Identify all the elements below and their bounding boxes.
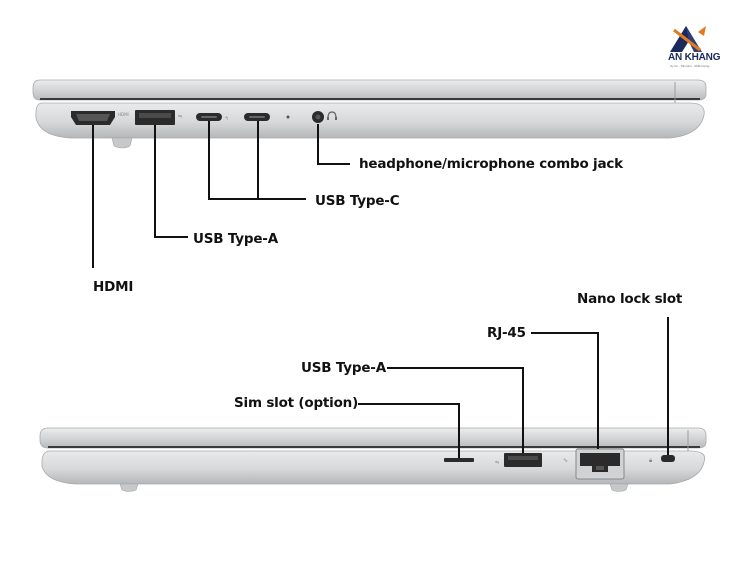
brand-name: AN KHANG (668, 52, 721, 63)
callout-audio-jack: headphone/microphone combo jack (359, 156, 623, 172)
svg-text:HDMI: HDMI (118, 112, 129, 117)
right-lid (39, 427, 707, 449)
leader-lines-left (92, 121, 350, 268)
callout-usb-a-left: USB Type-A (193, 231, 278, 247)
usb-a-port-right-icon: ⇋ (495, 453, 542, 467)
svg-text:∿: ∿ (563, 457, 568, 464)
callout-nano-lock: Nano lock slot (577, 291, 683, 307)
svg-text:🔒︎: 🔒︎ (649, 457, 652, 464)
status-led-icon (286, 115, 290, 119)
callout-usb-c: USB Type-C (315, 193, 400, 209)
leader-lines-right (358, 317, 669, 458)
nano-lock-slot-icon: 🔒︎ (649, 455, 675, 464)
left-base (35, 102, 705, 139)
sim-slot-icon (444, 458, 474, 462)
callout-rj45: RJ-45 (487, 325, 526, 341)
svg-text:⇋: ⇋ (495, 460, 499, 466)
svg-text:⇋: ⇋ (178, 114, 182, 120)
svg-text:ϟ: ϟ (225, 116, 228, 122)
brand-tagline: Uy tín · Tận tâm · Chất lượng (670, 64, 710, 68)
callout-sim-slot: Sim slot (option) (234, 395, 359, 411)
callout-usb-a-right: USB Type-A (301, 360, 386, 376)
an-khang-logo-icon (670, 26, 706, 52)
audio-jack-icon (312, 111, 337, 123)
usb-a-port-icon: ⇋ (135, 110, 182, 125)
usb-c-port-2-icon (244, 113, 270, 121)
callout-hdmi: HDMI (93, 279, 134, 295)
rj45-port-icon: ∿ (563, 448, 625, 480)
usb-c-port-1-icon: ϟ (196, 113, 228, 122)
hdmi-port-icon: HDMI (71, 111, 129, 125)
